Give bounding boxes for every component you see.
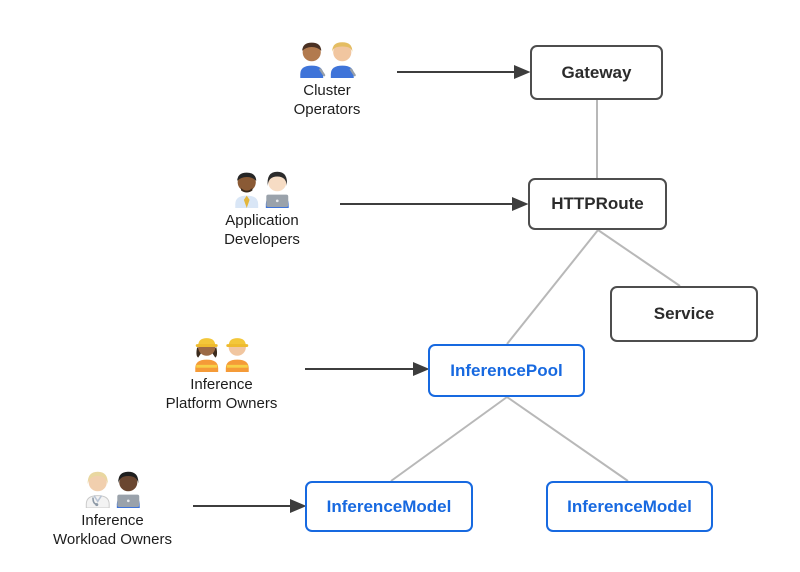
node-service: Service	[610, 286, 758, 342]
node-inferencemodel-left: InferenceModel	[305, 481, 473, 532]
arrowhead-httproute	[512, 196, 529, 212]
node-service-label: Service	[653, 304, 715, 323]
node-inferencepool: InferencePool	[428, 344, 585, 397]
node-gateway-label: Gateway	[561, 62, 632, 82]
node-httproute: HTTPRoute	[528, 178, 667, 230]
node-inferencepool-label: InferencePool	[450, 360, 563, 380]
edge-inferencepool-inferencemodel-right	[506, 396, 629, 482]
persona-cluster-operators: Cluster Operators	[252, 36, 402, 119]
health-worker-technologist-icon	[85, 471, 140, 508]
persona-inference-workload-owners-label: Inference Workload Owners	[53, 512, 172, 548]
resource-edges	[390, 100, 681, 482]
persona-application-developers-label: Application Developers	[224, 212, 300, 248]
construction-workers-icon	[194, 338, 249, 372]
persona-cluster-operators-label: Cluster Operators	[293, 82, 361, 118]
persona-inference-workload-owners: Inference Workload Owners	[15, 466, 210, 549]
persona-inference-platform-owners-label: Inference Platform Owners	[165, 376, 278, 412]
mechanics-icon	[300, 42, 356, 78]
developers-icon	[235, 171, 289, 208]
node-inferencemodel-right: InferenceModel	[546, 481, 713, 532]
actor-arrows	[193, 64, 531, 514]
node-inferencemodel-right-label: InferenceModel	[567, 496, 692, 516]
arrowhead-inferencepool	[413, 361, 430, 377]
node-httproute-label: HTTPRoute	[551, 194, 644, 213]
persona-inference-platform-owners: Inference Platform Owners	[124, 330, 319, 413]
edge-httproute-inferencepool	[506, 229, 599, 345]
persona-application-developers: Application Developers	[187, 166, 337, 249]
arrowhead-gateway	[514, 64, 531, 80]
node-gateway: Gateway	[530, 45, 663, 100]
edge-httproute-service	[597, 229, 681, 287]
arrowhead-inferencemodel	[290, 498, 307, 514]
node-inferencemodel-left-label: InferenceModel	[326, 496, 452, 516]
edge-inferencepool-inferencemodel-left	[390, 396, 508, 482]
